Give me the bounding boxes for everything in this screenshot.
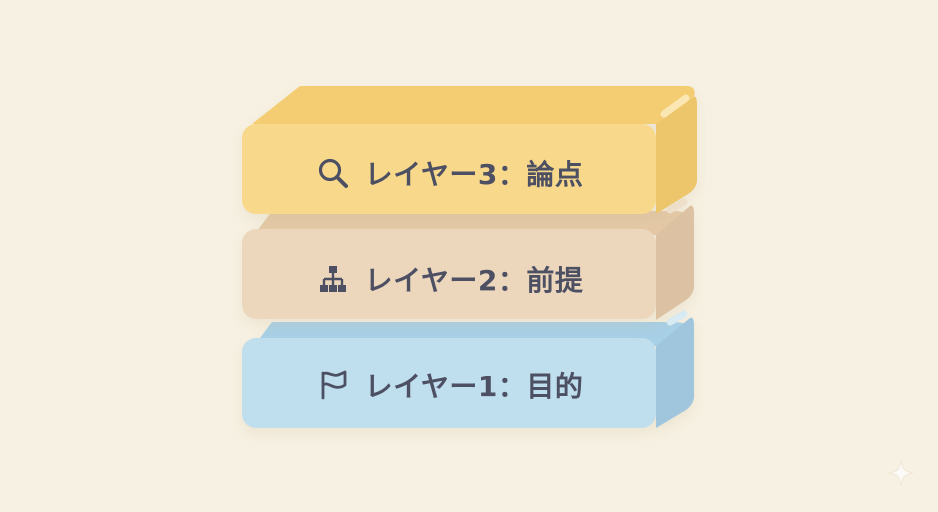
layer-3-front-face	[242, 124, 656, 214]
layer-1-block	[242, 310, 694, 428]
layer-2-label: レイヤー2：前提	[364, 264, 584, 297]
layer-2-block	[242, 198, 694, 320]
layer-2-highlight	[666, 198, 688, 214]
layer-1-label-row: レイヤー1：目的	[242, 341, 656, 429]
layer-3-highlight	[660, 94, 690, 118]
flag-icon	[315, 367, 351, 403]
layer-3-label-row: レイヤー3：論点	[242, 129, 656, 217]
search-icon	[315, 155, 351, 191]
layer-1-highlight	[666, 310, 688, 326]
layer-3-block	[242, 86, 697, 214]
layer-1-front-face	[242, 338, 656, 428]
layer-3-side-face	[656, 96, 697, 214]
layer-2-side-face	[656, 205, 694, 320]
layer-1-label: レイヤー1：目的	[364, 370, 584, 403]
layer-2-label-row: レイヤー2：前提	[242, 235, 656, 323]
layer-3-label: レイヤー3：論点	[364, 158, 584, 191]
sparkle-icon	[888, 460, 914, 486]
layer-3-top-face	[252, 86, 695, 124]
layer-2-front-face	[242, 229, 656, 319]
hierarchy-icon	[315, 261, 351, 297]
layer-1-side-face	[656, 317, 694, 428]
